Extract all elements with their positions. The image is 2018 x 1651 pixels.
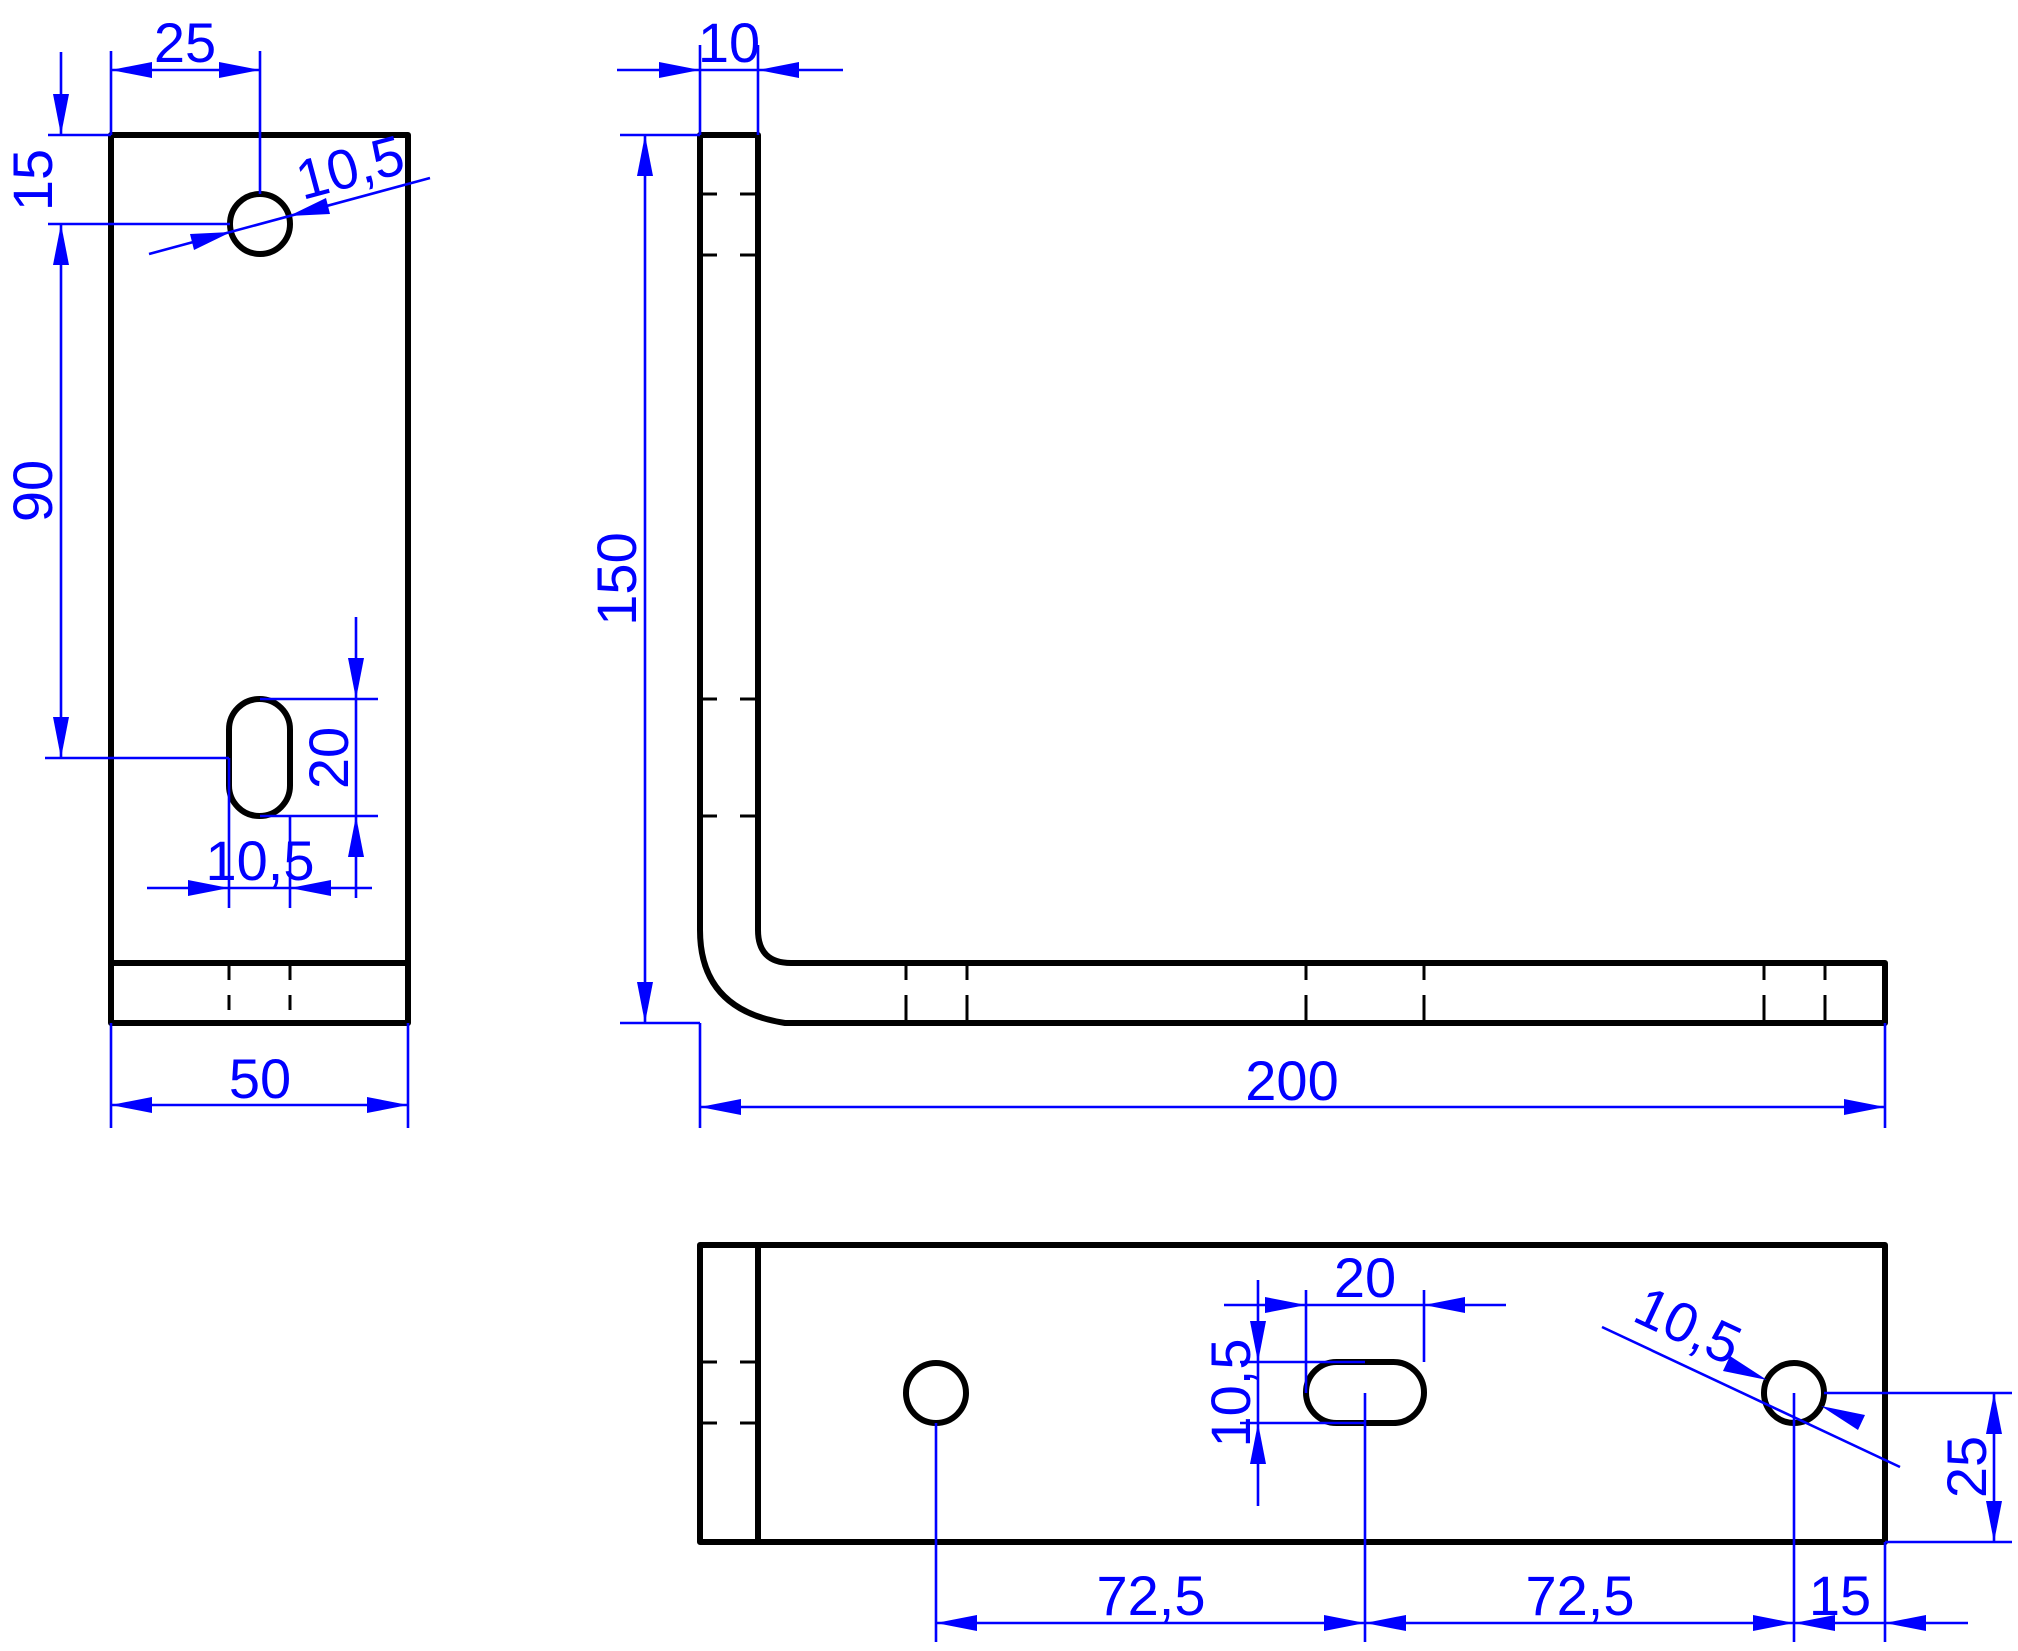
- dim-arrow: [1986, 1393, 2002, 1434]
- dim-arrow: [936, 1615, 977, 1631]
- dim-text-side-slot-width: 10,5: [206, 829, 315, 892]
- dim-arrow: [190, 232, 231, 250]
- dim-text-top-72-5-left: 72,5: [1097, 1564, 1206, 1627]
- dim-arrow: [637, 982, 653, 1023]
- dim-arrow: [348, 816, 364, 857]
- side-view: 25 15 10,5 90 20 10,5: [1, 11, 431, 1128]
- dim-text-side-25: 25: [154, 11, 216, 74]
- dim-text-top-25: 25: [1935, 1436, 1998, 1498]
- top-view-outline: [697, 1242, 1888, 1545]
- dim-arrow: [1265, 1297, 1306, 1313]
- dim-arrow: [290, 880, 331, 896]
- dim-arrow: [1885, 1615, 1926, 1631]
- dim-arrow: [111, 62, 152, 78]
- dim-arrow: [289, 198, 330, 216]
- dim-arrow: [1424, 1297, 1465, 1313]
- dim-arrow: [219, 62, 260, 78]
- dim-arrow: [188, 880, 229, 896]
- dim-arrow: [348, 658, 364, 699]
- dim-text-front-200: 200: [1245, 1049, 1338, 1112]
- dim-arrow: [111, 1097, 152, 1113]
- dim-text-top-72-5-right: 72,5: [1526, 1564, 1635, 1627]
- dim-text-top-slot-width: 10,5: [1199, 1339, 1262, 1448]
- dim-text-front-150: 150: [585, 532, 648, 625]
- dim-arrow: [1723, 1356, 1767, 1380]
- dim-arrow: [53, 717, 69, 758]
- dim-arrow: [1324, 1615, 1365, 1631]
- side-view-slot: [226, 696, 293, 819]
- dim-line: [1601, 1325, 1901, 1469]
- dim-text-side-50: 50: [229, 1047, 291, 1110]
- dim-text-side-90: 90: [1, 460, 64, 522]
- dim-arrow: [1753, 1615, 1794, 1631]
- dim-arrow: [367, 1097, 408, 1113]
- top-view-hole-left: [903, 1360, 969, 1426]
- front-view-profile: [697, 132, 1888, 1026]
- dim-arrow: [637, 135, 653, 176]
- front-view: 10 150 200: [585, 11, 1888, 1128]
- dim-arrow: [1794, 1615, 1835, 1631]
- dim-text-side-slot-length: 20: [297, 727, 360, 789]
- dim-text-top-slot-length: 20: [1334, 1246, 1396, 1309]
- dim-arrow: [659, 62, 700, 78]
- dim-arrow: [1365, 1615, 1406, 1631]
- dim-text-top-15: 15: [1809, 1564, 1871, 1627]
- dim-arrow: [1986, 1501, 2002, 1542]
- dim-arrow: [758, 62, 799, 78]
- dim-arrow: [1250, 1423, 1266, 1464]
- dim-text-side-15: 15: [1, 149, 64, 211]
- dim-arrow: [700, 1099, 741, 1115]
- dim-arrow: [1844, 1099, 1885, 1115]
- dim-arrow: [53, 94, 69, 135]
- top-view: 20 10,5 10,5 25 72,5 72,5 15: [697, 1242, 2012, 1642]
- dim-arrow: [1821, 1406, 1865, 1430]
- dim-arrow: [1250, 1321, 1266, 1362]
- dim-text-front-10: 10: [698, 11, 760, 74]
